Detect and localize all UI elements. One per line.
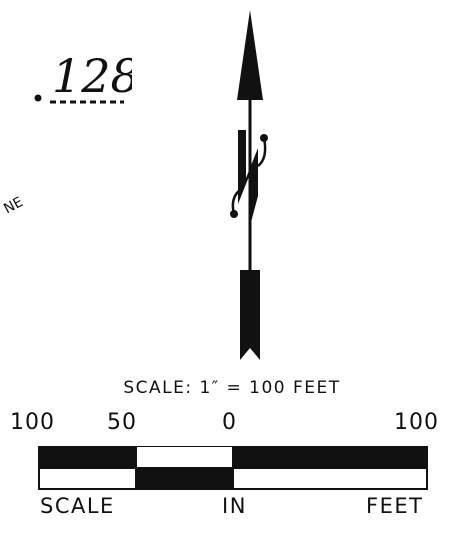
- scale-segment: [233, 447, 427, 468]
- partial-label-group: NE: [1, 194, 26, 217]
- scale-tick-label: 50: [107, 410, 137, 435]
- scale-segment: [136, 447, 233, 468]
- arrow-head: [237, 10, 263, 100]
- scale-tick-label: 100: [394, 410, 439, 435]
- north-letter-shape: [238, 130, 258, 226]
- arrow-tail: [240, 270, 260, 360]
- partial-label: NE: [1, 194, 26, 217]
- north-letter: N: [210, 8, 211, 9]
- plat-number-group: 128: [34, 49, 132, 104]
- leader-dot: [34, 94, 42, 102]
- scale-tick-label: 0: [222, 410, 237, 435]
- scale-footer-label: FEET: [366, 494, 424, 518]
- scale-tick-label: 100: [10, 410, 55, 435]
- scale-footer-label: IN: [222, 494, 247, 518]
- plat-number: 128: [52, 49, 132, 103]
- scale-caption: SCALE: 1″ = 100 FEET: [123, 378, 341, 398]
- scale-segment: [136, 468, 233, 489]
- north-arrow-icon: N: [210, 8, 268, 360]
- scale-segment: [39, 447, 136, 468]
- scale-footer-label: SCALE: [40, 494, 115, 518]
- scale-bar-icon: [38, 446, 428, 490]
